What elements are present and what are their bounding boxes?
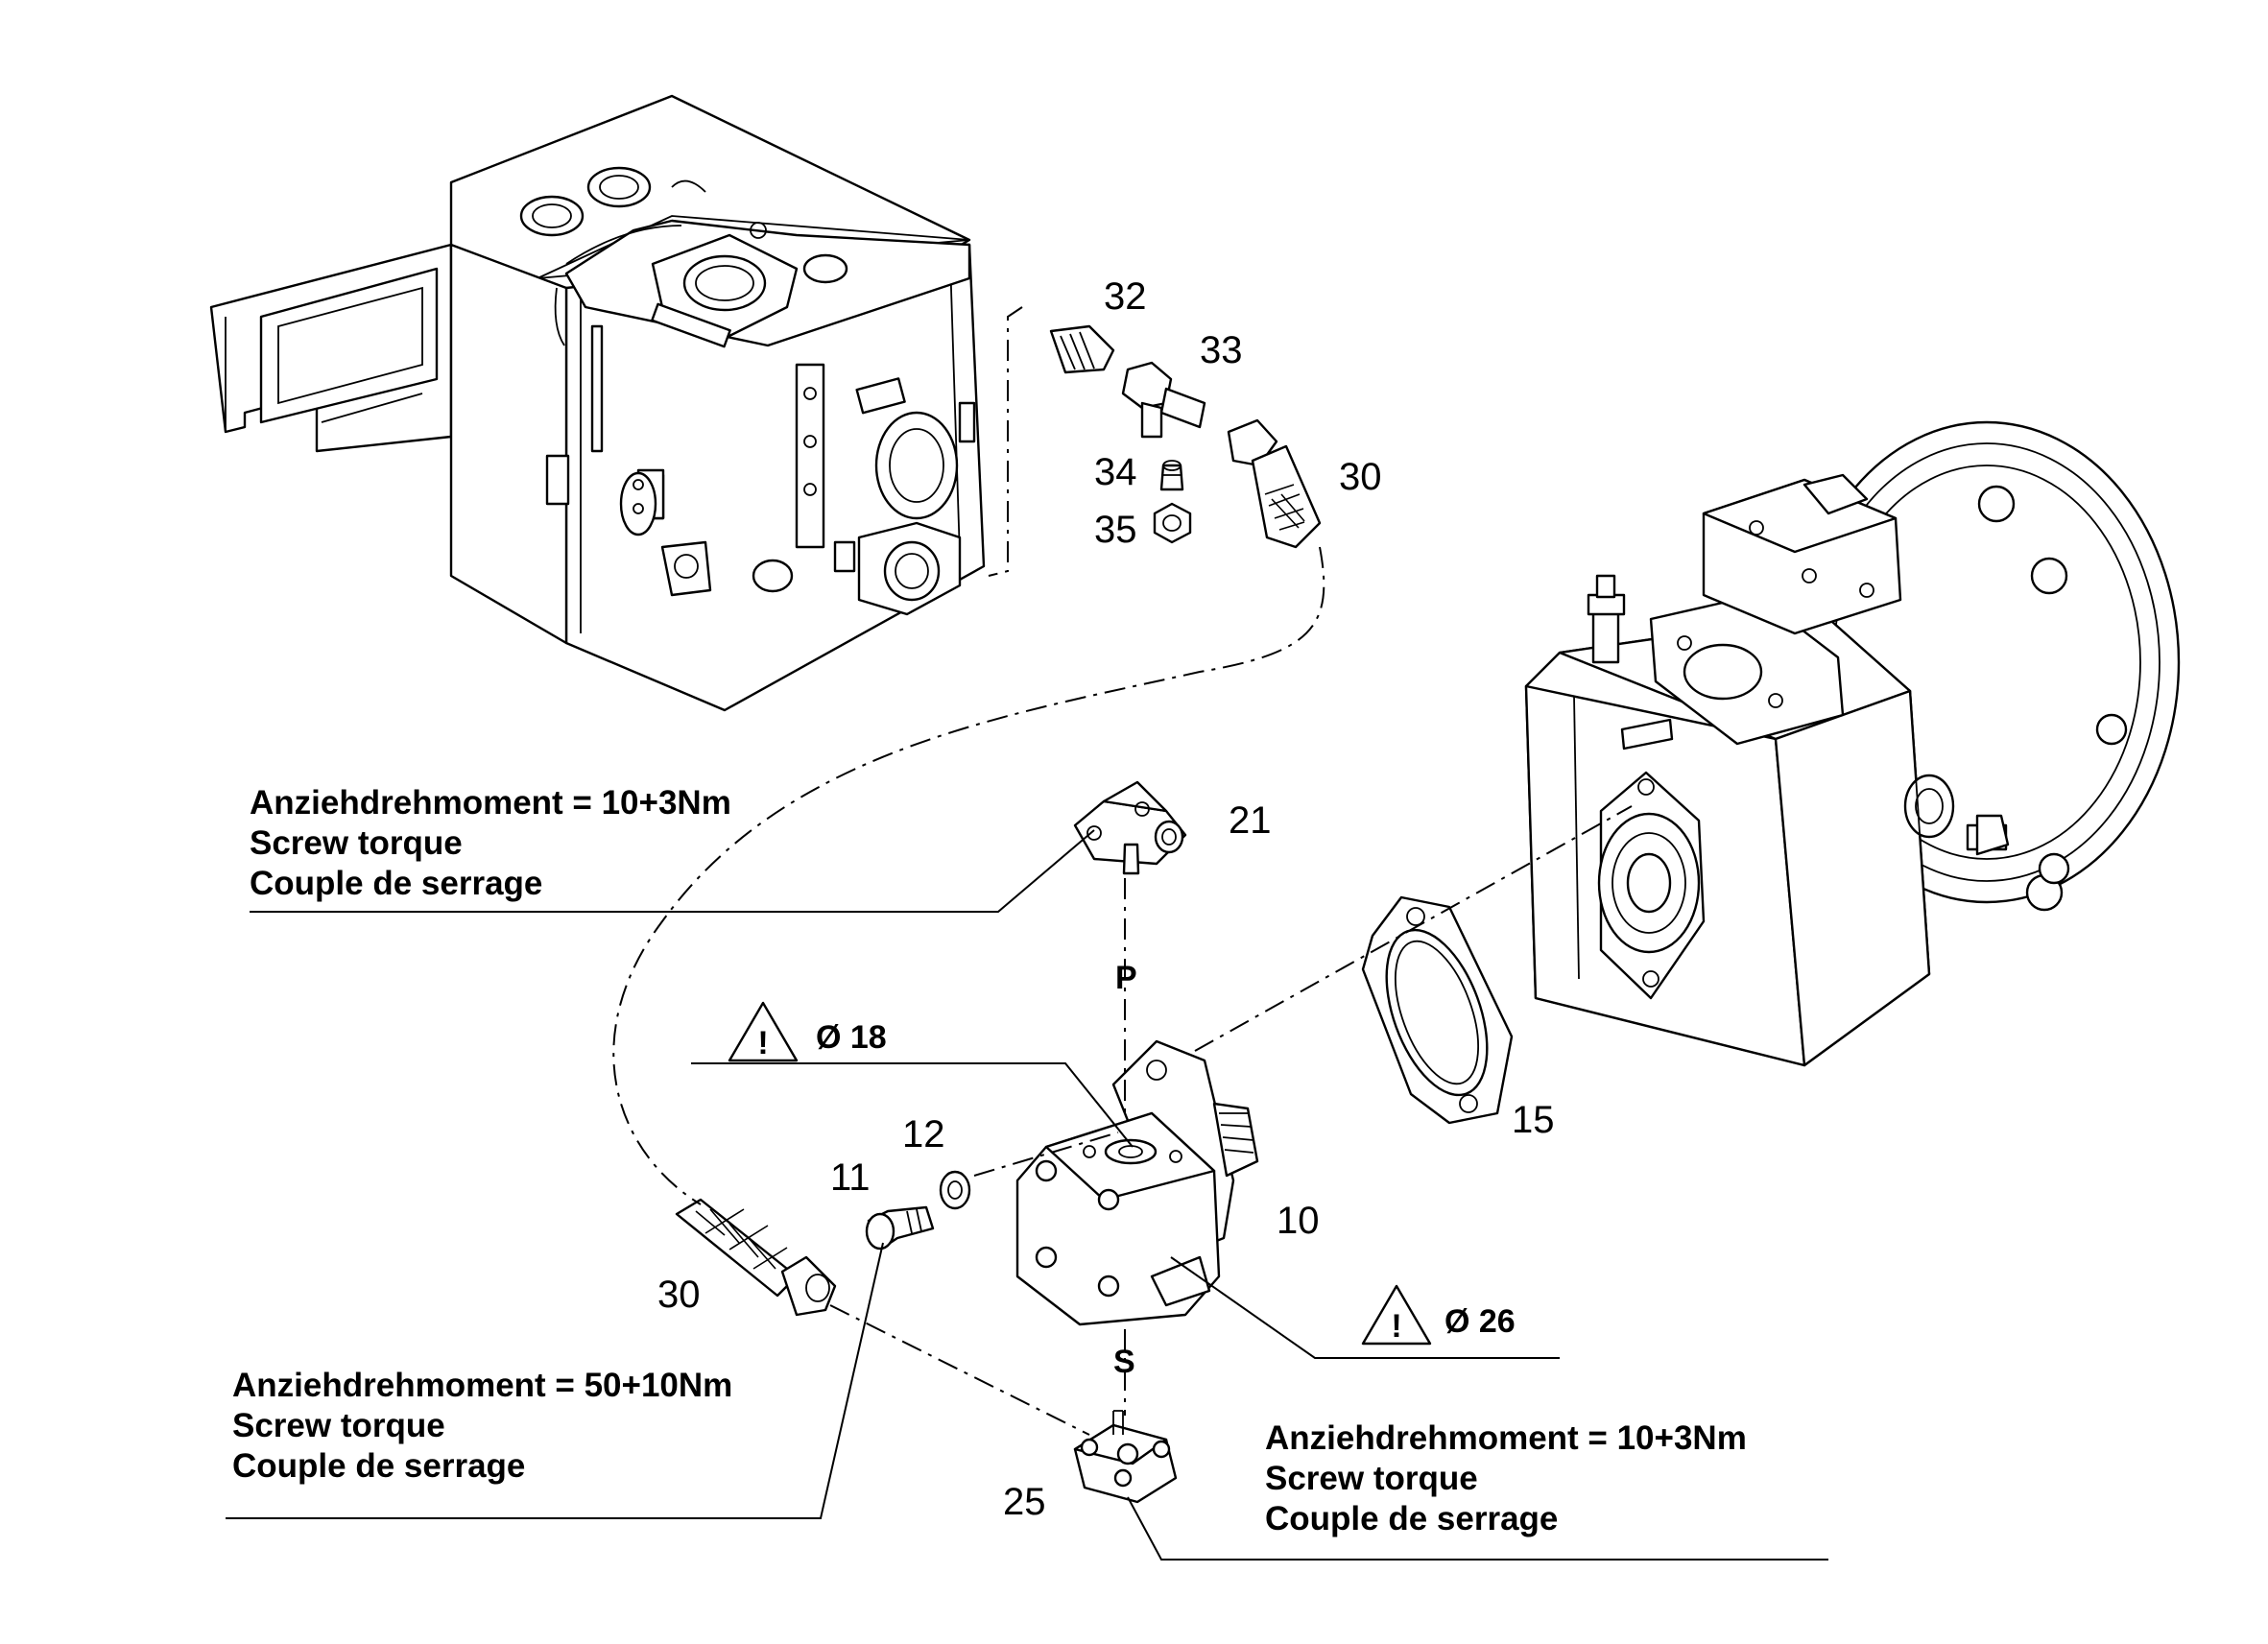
assembly-lines: [612, 546, 1633, 1436]
callout-34: 34: [1094, 451, 1137, 493]
callout-35: 35: [1094, 509, 1137, 551]
callout-30-top: 30: [1339, 456, 1382, 498]
torque-note-left-fr: Couple de serrage: [232, 1447, 525, 1485]
gear-pump-10: [1015, 1039, 1259, 1326]
main-pump-unit: [1524, 420, 2181, 1067]
torque-note-top-en: Screw torque: [250, 824, 463, 862]
gasket-15: [1361, 895, 1514, 1125]
transmission-housing: [209, 94, 986, 712]
warning-icon-lower: !: [1361, 1284, 1432, 1346]
bolt-11: [865, 1205, 935, 1251]
port-label-pressure: P: [1115, 960, 1137, 996]
port-label-suction: S: [1113, 1344, 1135, 1380]
torque-note-left-de: Anziehdrehmoment = 50+10Nm: [232, 1367, 732, 1404]
torque-note-top-fr: Couple de serrage: [250, 865, 542, 902]
diameter-upper: Ø 18: [816, 1019, 887, 1056]
torque-note-right-en: Screw torque: [1265, 1460, 1478, 1497]
torque-note-left: Anziehdrehmoment = 50+10Nm Screw torque …: [232, 1367, 732, 1485]
suction-flange-25: [1073, 1410, 1178, 1504]
fitting-assembly: [988, 306, 1322, 577]
svg-text:!: !: [1391, 1308, 1401, 1345]
torque-note-right: Anziehdrehmoment = 10+3Nm Screw torque C…: [1265, 1419, 1747, 1537]
callout-32: 32: [1104, 275, 1147, 318]
callout-33: 33: [1200, 329, 1243, 371]
diameter-lower: Ø 26: [1444, 1303, 1516, 1340]
pressure-flange-21: [1073, 780, 1187, 875]
callout-10: 10: [1277, 1200, 1320, 1242]
callout-11: 11: [830, 1156, 871, 1199]
hose-end-30-bottom: [675, 1198, 837, 1317]
torque-note-top-de: Anziehdrehmoment = 10+3Nm: [250, 784, 731, 822]
leader-lines: [226, 829, 1828, 1561]
svg-text:!: !: [757, 1025, 768, 1061]
washer-12: [939, 1170, 971, 1210]
warning-icon-upper: !: [728, 1001, 799, 1062]
torque-note-right-fr: Couple de serrage: [1265, 1500, 1558, 1537]
callout-21: 21: [1229, 799, 1272, 842]
torque-note-right-de: Anziehdrehmoment = 10+3Nm: [1265, 1419, 1747, 1457]
callout-15: 15: [1512, 1099, 1555, 1141]
callout-25: 25: [1003, 1481, 1046, 1523]
torque-note-left-en: Screw torque: [232, 1407, 445, 1444]
torque-note-top: Anziehdrehmoment = 10+3Nm Screw torque C…: [250, 784, 731, 902]
callout-30-bottom: 30: [657, 1274, 701, 1316]
callout-12: 12: [902, 1113, 945, 1156]
